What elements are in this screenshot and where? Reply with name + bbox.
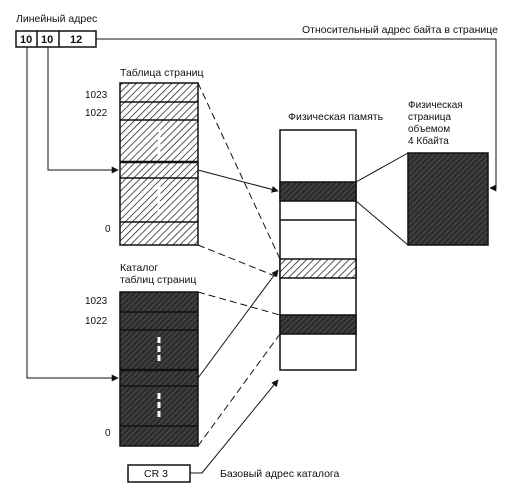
directory-title-line-2: таблиц страниц	[120, 274, 196, 286]
physical-memory-title: Физическая память	[288, 111, 384, 123]
physical-page	[407, 152, 489, 246]
directory-top-dashed	[197, 291, 281, 316]
directory-index-line	[26, 47, 119, 382]
directory-index-1022: 1022	[85, 316, 108, 327]
physical-page-title-line-1: Физическая	[408, 100, 463, 111]
directory-field: 10	[20, 34, 32, 46]
cr3-label: CR 3	[144, 468, 168, 480]
page-table-title: Таблица страниц	[120, 67, 204, 79]
page-table	[119, 82, 199, 246]
directory-bottom-dashed	[197, 333, 281, 447]
page-to-physical-page-upper	[355, 152, 409, 183]
offset-label: Относительный адрес байта в странице	[302, 24, 498, 36]
page-table-index-0: 0	[105, 224, 111, 235]
table-field: 10	[41, 34, 53, 46]
directory-index-0: 0	[105, 428, 111, 439]
physical-page-title-line-4: 4 Кбайта	[408, 135, 449, 147]
offset-arrow	[96, 38, 497, 192]
table-index-line	[47, 47, 119, 174]
page-table-index-1022: 1022	[85, 108, 108, 119]
physical-page-title-line-2: страница	[408, 112, 452, 123]
directory-title-line-1: Каталог	[120, 262, 158, 274]
linear-address-title: Линейный адрес	[16, 13, 97, 25]
table-top-dashed	[197, 82, 281, 260]
cr3-caption: Базовый адрес каталога	[220, 468, 340, 480]
physical-memory	[279, 129, 357, 371]
page-to-physical-page-lower	[355, 200, 409, 246]
directory-index-1023: 1023	[85, 296, 108, 307]
table-entry-to-page	[197, 169, 279, 193]
page-table-index-1023: 1023	[85, 90, 108, 101]
table-bottom-dashed	[197, 244, 281, 279]
offset-field: 12	[70, 34, 82, 46]
directory-entry-to-table	[197, 269, 279, 379]
page-directory	[119, 291, 199, 447]
physical-page-title-line-3: объемом	[408, 123, 450, 135]
linear-address-register: 10 10 12	[15, 30, 97, 48]
cr3-arrow	[190, 379, 279, 474]
